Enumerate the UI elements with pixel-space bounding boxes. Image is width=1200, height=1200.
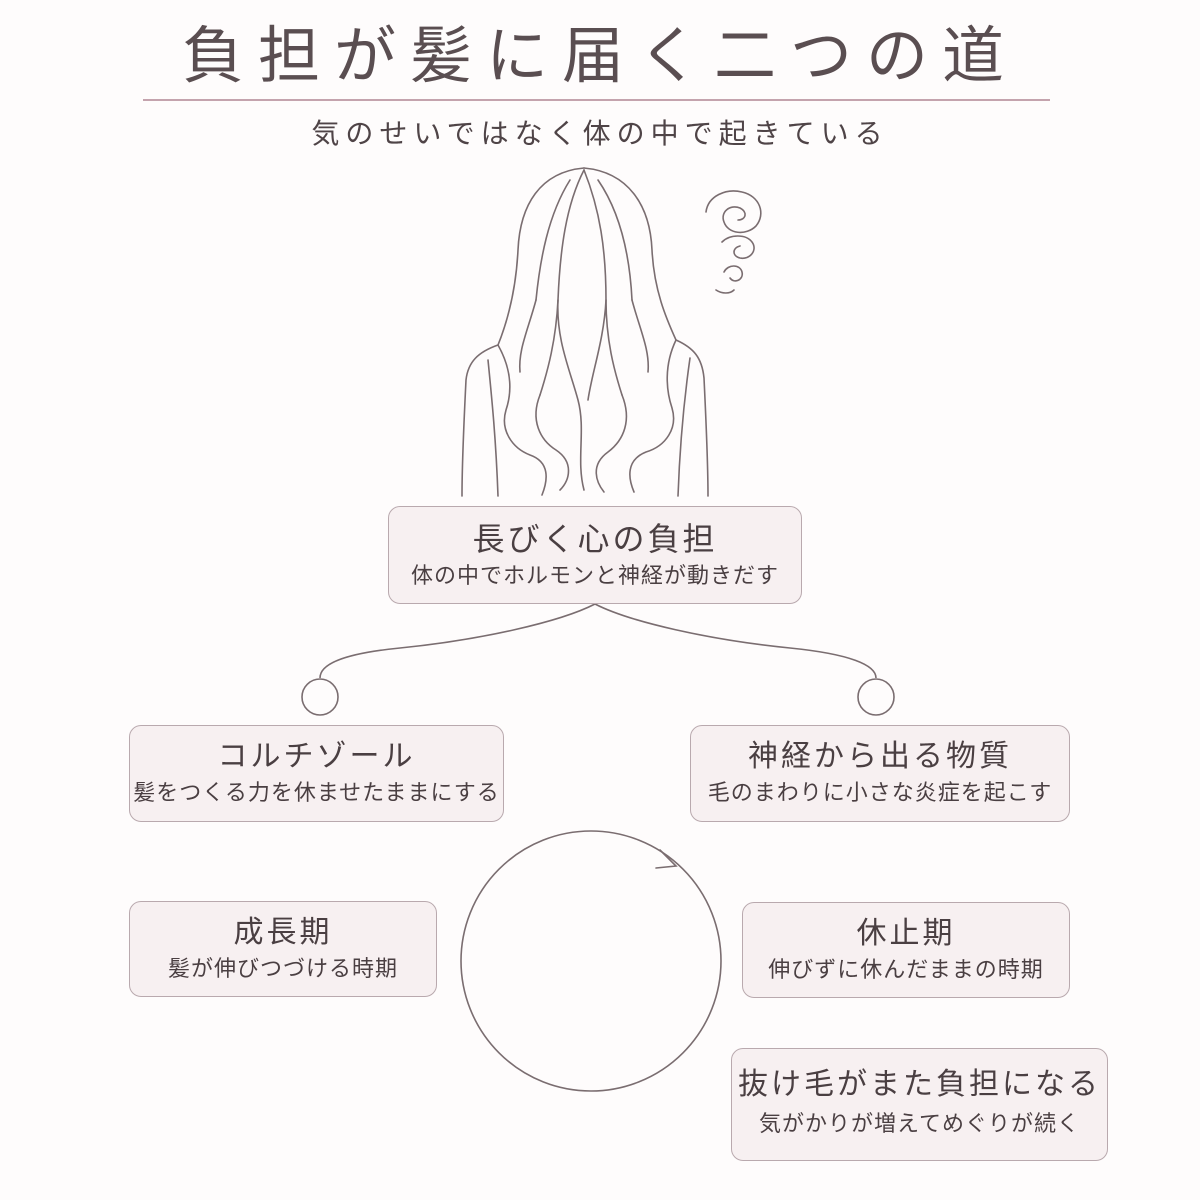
node-stress: 長びく心の負担 体の中でホルモンと神経が動きだす <box>388 506 802 604</box>
node-cortisol-desc: 髪をつくる力を休ませたままにする <box>133 781 500 806</box>
branch-connectors <box>319 603 877 679</box>
cycle-arrow-icon <box>460 830 722 1092</box>
node-cortisol-title: コルチゾール <box>217 739 416 774</box>
branch-node-left <box>301 678 339 716</box>
title-divider <box>143 99 1050 101</box>
page-subtitle: 気のせいではなく体の中で起きている <box>311 117 889 150</box>
node-rest-phase: 休止期 伸びずに休んだままの時期 <box>742 902 1070 998</box>
node-rest-desc: 伸びずに休んだままの時期 <box>768 958 1044 983</box>
node-nerve-title: 神経から出る物質 <box>748 739 1012 774</box>
node-hair-loss: 抜け毛がまた負担になる 気がかりが増えてめぐりが続く <box>731 1048 1108 1161</box>
worry-swirl-icon <box>705 190 762 294</box>
node-growth-title: 成長期 <box>233 915 333 950</box>
node-rest-title: 休止期 <box>856 916 956 951</box>
node-loss-desc: 気がかりが増えてめぐりが続く <box>759 1112 1080 1137</box>
page-title: 負担が髪に届く二つの道 <box>181 19 1018 92</box>
node-stress-title: 長びく心の負担 <box>472 520 718 558</box>
node-cortisol: コルチゾール 髪をつくる力を休ませたままにする <box>129 725 504 822</box>
branch-node-right <box>857 678 895 716</box>
woman-back-view-illustration <box>461 167 709 497</box>
node-stress-desc: 体の中でホルモンと神経が動きだす <box>410 564 779 589</box>
node-growth-phase: 成長期 髪が伸びつづける時期 <box>129 901 437 997</box>
node-loss-title: 抜け毛がまた負担になる <box>738 1067 1101 1102</box>
node-nerve: 神経から出る物質 毛のまわりに小さな炎症を起こす <box>690 725 1070 822</box>
node-growth-desc: 髪が伸びつづける時期 <box>167 957 398 982</box>
node-nerve-desc: 毛のまわりに小さな炎症を起こす <box>707 781 1053 806</box>
